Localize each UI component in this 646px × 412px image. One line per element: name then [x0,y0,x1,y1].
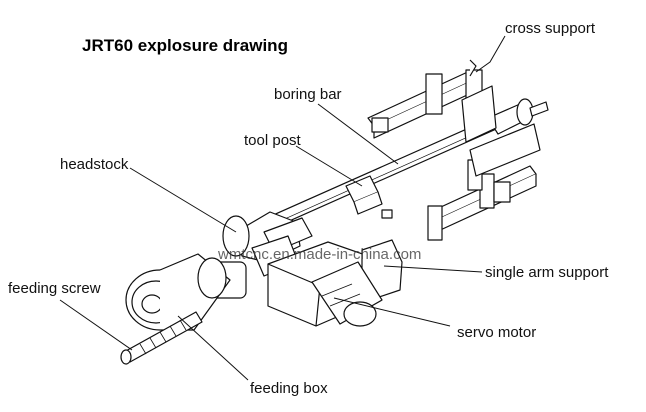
label-single-arm-support: single arm support [485,264,609,281]
leader-boring-bar [317,103,399,165]
headstock [222,211,313,277]
label-headstock: headstock [60,156,129,173]
leader-cross-support [475,35,506,73]
single-arm-support-frame [427,123,541,241]
feeding-screw [120,311,203,365]
front-flange [125,253,231,331]
leader-headstock [129,167,237,233]
label-cross-support: cross support [505,20,596,37]
leader-feeding-box [177,315,249,381]
tool-post [345,175,393,219]
label-feeding-box: feeding box [250,380,328,397]
label-boring-bar: boring bar [274,86,342,103]
servo-motor [311,261,383,327]
cross-support [367,59,497,143]
leader-tool-post [295,145,363,187]
diagram-title: JRT60 explosure drawing [82,36,288,55]
label-feeding-screw: feeding screw [8,280,101,297]
leader-feeding-screw [59,299,133,351]
leader-servo-motor [333,297,451,327]
watermark: wmtcnc.en.made-in-china.com [218,246,422,263]
label-servo-motor: servo motor [457,324,537,341]
leader-single-arm-support [383,265,483,273]
label-tool-post: tool post [244,132,301,149]
